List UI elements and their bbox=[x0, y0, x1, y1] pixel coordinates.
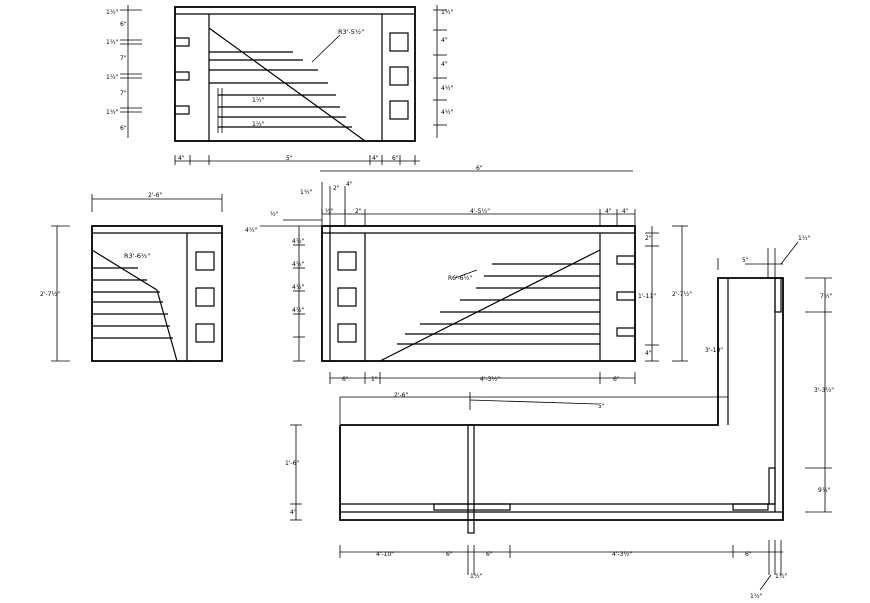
dim-label: ½" bbox=[325, 208, 334, 215]
dim-label: 4" bbox=[622, 208, 629, 215]
dim-label: 1½" bbox=[252, 97, 265, 104]
dim-label: 4" bbox=[372, 155, 379, 162]
dim-label: 6" bbox=[342, 376, 349, 383]
dim-label: R6'-6½" bbox=[448, 275, 472, 282]
dim-label: 1½" bbox=[106, 39, 119, 46]
top-elevation: 1½" 6" 1½" 7" 1½" 7" 1½" 6" R3'-5½" 1½" … bbox=[106, 5, 633, 172]
dim-label: 1½" bbox=[470, 573, 483, 580]
dim-label: 6" bbox=[745, 551, 752, 558]
dim-label: 2" bbox=[645, 235, 652, 242]
dim-label: 2'-6" bbox=[148, 192, 162, 199]
dim-label: 4½" bbox=[245, 227, 258, 234]
dim-label: 4½" bbox=[292, 284, 305, 291]
plan-view: 2'-6" 5" 1'-6" 4" 3'-10" 5" 1½" 7½" 3'-3… bbox=[285, 235, 834, 600]
dim-label: 1½" bbox=[441, 9, 454, 16]
dim-label: 4½" bbox=[441, 109, 454, 116]
dim-label: 4'-3½" bbox=[480, 376, 500, 383]
dim-label: 4½" bbox=[292, 307, 305, 314]
dim-label: 1'-6" bbox=[285, 460, 299, 467]
dim-label: 6" bbox=[392, 155, 399, 162]
dim-label: 1½" bbox=[106, 74, 119, 81]
dim-label: 4" bbox=[441, 61, 448, 68]
dim-label: 4" bbox=[178, 155, 185, 162]
dim-label: 5" bbox=[286, 155, 293, 162]
dim-label: 4½" bbox=[292, 238, 305, 245]
dim-label: 4'-10" bbox=[376, 551, 394, 558]
radius-label: R3'-5½" bbox=[338, 28, 364, 36]
dim-label: 5" bbox=[742, 257, 749, 264]
dim-label: 4" bbox=[346, 181, 353, 188]
dim-label: 7" bbox=[120, 55, 127, 62]
dim-label: 4" bbox=[645, 350, 652, 357]
dim-label: 6" bbox=[486, 551, 493, 558]
dim-label: ½" bbox=[270, 211, 279, 218]
dim-label: 1½" bbox=[106, 109, 119, 116]
dim-label: 5" bbox=[598, 403, 605, 410]
dim-label: 1½" bbox=[798, 235, 811, 242]
radius-label: R3'-6½" bbox=[124, 252, 150, 260]
dim-label: 6" bbox=[476, 165, 483, 172]
dim-label: 4" bbox=[441, 37, 448, 44]
dim-label: 7" bbox=[120, 90, 127, 97]
dim-label: 1½" bbox=[775, 573, 788, 580]
dim-label: 6" bbox=[613, 376, 620, 383]
dim-label: 4½" bbox=[292, 261, 305, 268]
dim-label: 9½" bbox=[818, 487, 831, 494]
dim-label: 1" bbox=[371, 376, 378, 383]
dim-label: 4'-5½" bbox=[470, 208, 490, 215]
dim-label: 2" bbox=[333, 185, 340, 192]
dim-label: 4" bbox=[605, 208, 612, 215]
dim-label: 6" bbox=[120, 21, 127, 28]
dim-label: 7½" bbox=[820, 293, 833, 300]
dim-label: 4" bbox=[290, 509, 297, 516]
dim-label: 6" bbox=[120, 125, 127, 132]
dim-label: 2'-7½" bbox=[40, 291, 60, 298]
left-elevation: 2'-6" 2'-7½" R3'-6½" bbox=[40, 192, 223, 362]
middle-elevation: 1½" 2" 4" ½" 2" 4'-5½" 4" 4" ½" 4½" 4½" … bbox=[245, 181, 692, 384]
dim-label: 1'-11" bbox=[638, 293, 656, 300]
dim-label: 4½" bbox=[441, 85, 454, 92]
dim-label: 3'-3½" bbox=[814, 387, 834, 394]
dim-label: 1½" bbox=[750, 593, 763, 600]
dim-label: 6" bbox=[446, 551, 453, 558]
dim-label: 1½" bbox=[252, 121, 265, 128]
dim-label: 3'-10" bbox=[705, 347, 723, 354]
dim-label: 1½" bbox=[106, 9, 119, 16]
dim-label: 1½" bbox=[300, 189, 313, 196]
dim-label: 2" bbox=[355, 208, 362, 215]
dim-label: 4'-3½" bbox=[612, 551, 632, 558]
dim-label: 2'-7½" bbox=[672, 291, 692, 298]
dim-label: 2'-6" bbox=[394, 392, 408, 399]
